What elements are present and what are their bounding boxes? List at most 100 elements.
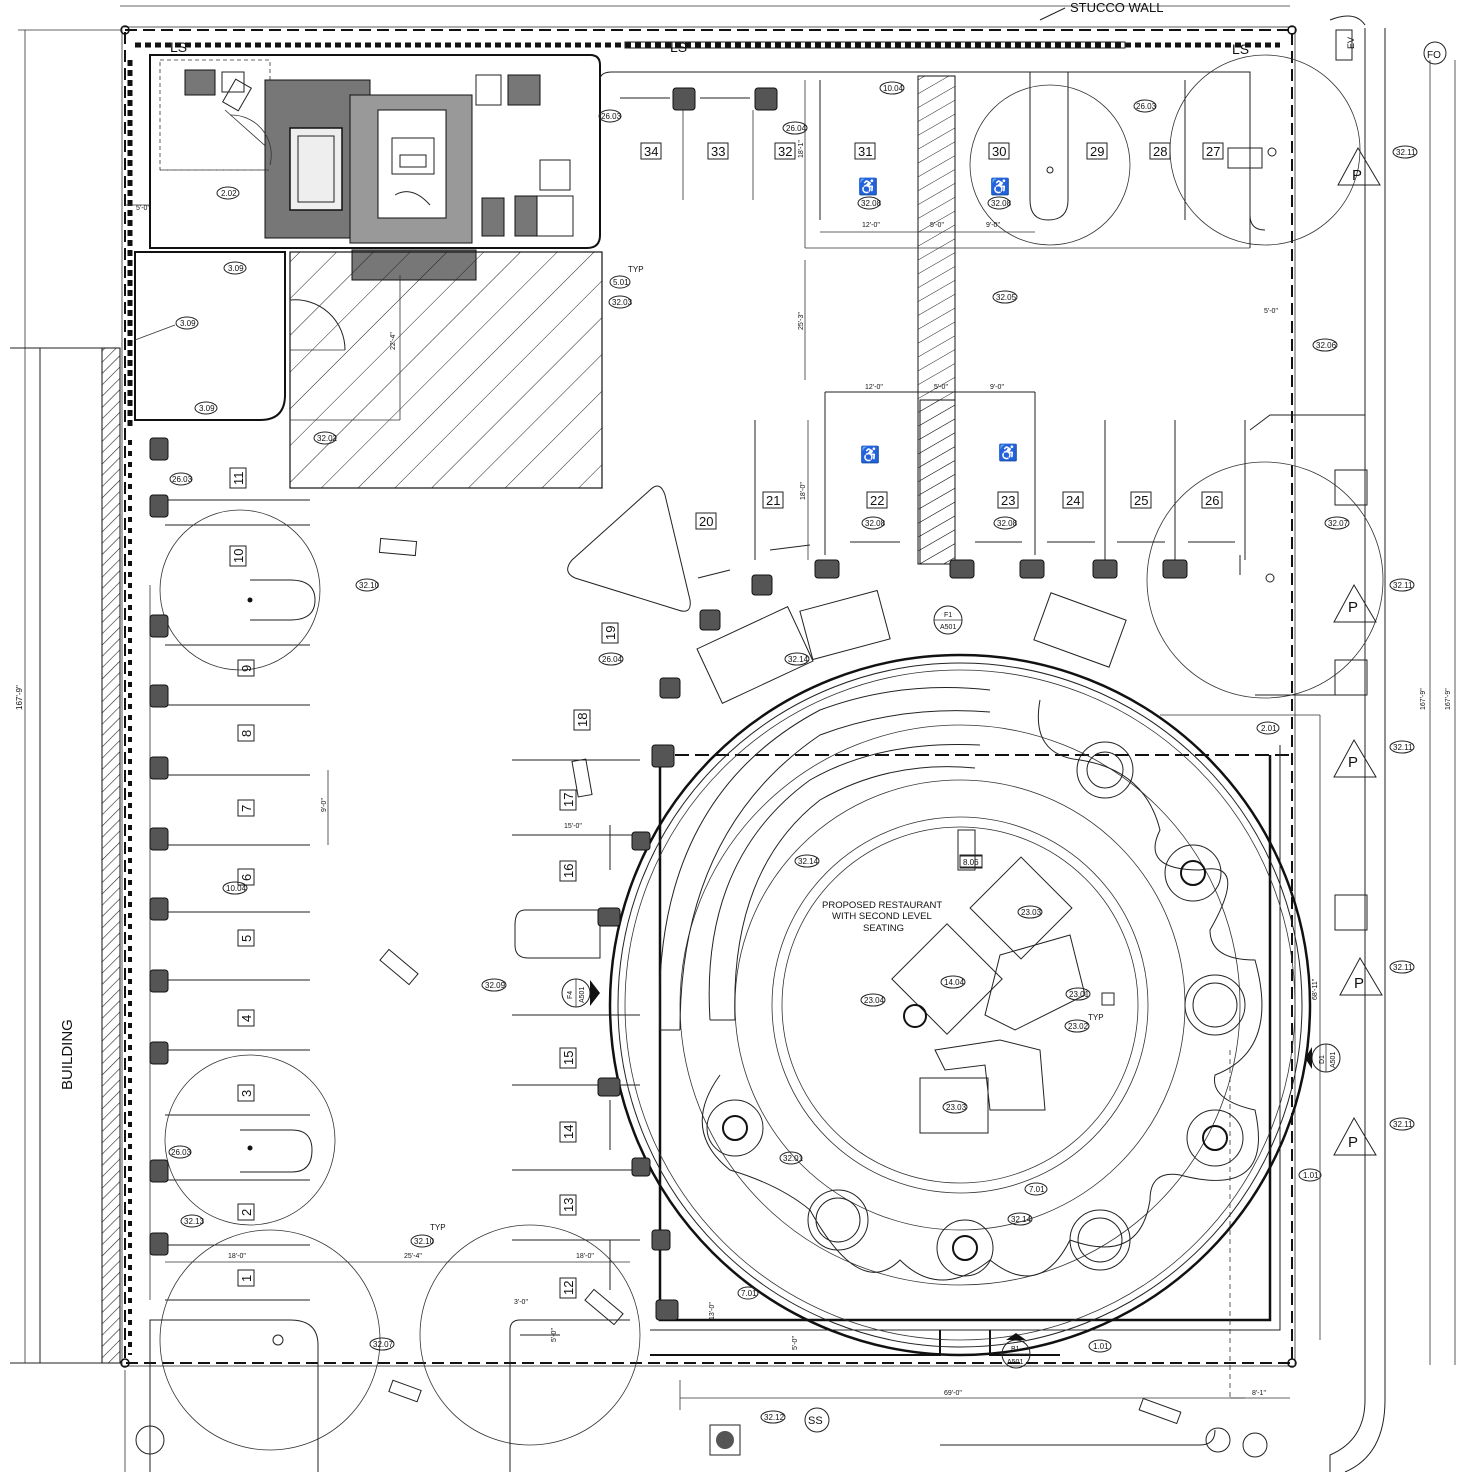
svg-text:32: 32 xyxy=(778,144,792,159)
svg-text:D1: D1 xyxy=(1319,1055,1326,1064)
svg-text:3.09: 3.09 xyxy=(180,319,196,328)
svg-text:20: 20 xyxy=(699,514,713,529)
svg-text:P: P xyxy=(1354,975,1364,992)
tag-26.03c: 26.03 xyxy=(169,472,193,486)
svg-text:69'-0": 69'-0" xyxy=(944,1390,962,1397)
svg-text:167'-9": 167'-9" xyxy=(1420,688,1427,710)
svg-text:P: P xyxy=(1348,599,1358,616)
restaurant-label-3: SEATING xyxy=(863,923,904,934)
building-label: BUILDING xyxy=(59,1019,76,1090)
svg-text:32.08: 32.08 xyxy=(865,519,886,528)
svg-text:23.03: 23.03 xyxy=(1021,908,1042,917)
stall-14: 14 xyxy=(559,1121,577,1143)
svg-text:5'-0": 5'-0" xyxy=(136,205,150,212)
restaurant-label-2: WITH SECOND LEVEL xyxy=(832,911,932,922)
svg-text:5'-0": 5'-0" xyxy=(934,384,948,391)
svg-text:8'-1": 8'-1" xyxy=(1252,1390,1266,1397)
svg-text:18'-0": 18'-0" xyxy=(800,482,807,500)
tag-26.04b: 26.04 xyxy=(598,652,624,666)
svg-text:19: 19 xyxy=(603,626,618,640)
keynote-tags: 2.02 3.09 3.09 3.09 26.03 26.04 10.04 26… xyxy=(168,81,1418,1424)
pickup-sign-5: P xyxy=(1333,1116,1377,1156)
stall-16: 16 xyxy=(559,860,577,882)
property-boundary xyxy=(120,25,1297,1368)
tag-32.08c: 32.08 xyxy=(861,516,886,530)
stall-24: 24 xyxy=(1062,491,1084,509)
svg-text:P: P xyxy=(1348,1134,1358,1151)
tag-32.08d: 32.08 xyxy=(993,516,1018,530)
svg-text:14: 14 xyxy=(561,1125,576,1139)
svg-text:18'-0": 18'-0" xyxy=(228,1253,246,1260)
pickup-sign-1: P xyxy=(1337,146,1381,186)
tag-32.07a: 32.07 xyxy=(1324,516,1350,530)
svg-text:26.03: 26.03 xyxy=(172,475,193,484)
svg-text:32.11: 32.11 xyxy=(1393,963,1413,972)
stall-20: 20 xyxy=(695,512,717,530)
svg-text:68'-11": 68'-11" xyxy=(1312,978,1319,1000)
svg-text:32.13: 32.13 xyxy=(184,1217,205,1226)
stall-29: 29 xyxy=(1086,142,1108,160)
svg-text:13'-0": 13'-0" xyxy=(709,1302,716,1320)
svg-text:25: 25 xyxy=(1134,493,1148,508)
tag-26.03a: 26.03 xyxy=(598,109,622,123)
svg-text:A501: A501 xyxy=(1007,1359,1023,1366)
svg-text:32.10: 32.10 xyxy=(359,581,380,590)
svg-text:23.03: 23.03 xyxy=(946,1103,967,1112)
tag-32.14c: 32.14 xyxy=(1007,1212,1033,1226)
tag-1.01b: 1.01 xyxy=(1088,1339,1112,1353)
svg-text:32.08: 32.08 xyxy=(997,519,1018,528)
restaurant-building: PROPOSED RESTAURANT WITH SECOND LEVEL SE… xyxy=(608,653,1312,1357)
svg-text:28: 28 xyxy=(1153,144,1167,159)
adjacent-building: BUILDING xyxy=(10,347,121,1364)
parking-top-right xyxy=(599,71,1368,931)
svg-text:F4: F4 xyxy=(567,991,574,999)
svg-text:3.09: 3.09 xyxy=(228,264,244,273)
stall-32: 32 xyxy=(774,142,796,160)
svg-text:32.07: 32.07 xyxy=(373,1340,394,1349)
svg-text:10.04: 10.04 xyxy=(226,884,247,893)
svg-text:8.06: 8.06 xyxy=(963,858,979,867)
parking-left xyxy=(149,499,329,1301)
svg-text:23.01: 23.01 xyxy=(1069,990,1090,999)
svg-text:13: 13 xyxy=(561,1198,576,1212)
svg-text:5'-0": 5'-0" xyxy=(551,1328,558,1342)
svg-text:32.14: 32.14 xyxy=(1011,1215,1032,1224)
svg-text:10.04: 10.04 xyxy=(883,84,904,93)
accessible-icon: ♿ xyxy=(998,443,1018,462)
svg-text:12: 12 xyxy=(561,1281,576,1295)
svg-text:A501: A501 xyxy=(1330,1052,1337,1068)
svg-text:26.03: 26.03 xyxy=(601,112,622,121)
stall-numbers: 1 2 3 4 5 6 7 8 9 10 11 12 13 14 15 16 1… xyxy=(229,142,1224,1299)
stall-8: 8 xyxy=(237,724,255,742)
stall-31: 31 xyxy=(854,142,876,160)
svg-text:22: 22 xyxy=(870,493,884,508)
tag-32.11a: 32.11 xyxy=(1392,145,1418,159)
accessible-icon: ♿ xyxy=(858,177,878,196)
tag-32.08b: 32.08 xyxy=(987,196,1012,210)
svg-text:TYP: TYP xyxy=(430,1223,446,1232)
stall-18: 18 xyxy=(573,709,591,731)
tag-32.02: 32.02 xyxy=(313,431,338,445)
svg-text:9'-0": 9'-0" xyxy=(321,798,328,812)
stall-33: 33 xyxy=(707,142,729,160)
street-wall-label: STUCCO WALL xyxy=(1070,0,1163,15)
tag-26.03d: 26.03 xyxy=(168,1145,192,1159)
svg-text:2.01: 2.01 xyxy=(1261,724,1277,733)
stall-7: 7 xyxy=(237,799,255,817)
svg-text:3: 3 xyxy=(239,1090,254,1097)
svg-text:8: 8 xyxy=(239,730,254,737)
tag-32.10a: 32.10 xyxy=(355,578,380,592)
stall-15: 15 xyxy=(559,1047,577,1069)
svg-text:32.07: 32.07 xyxy=(1328,519,1349,528)
svg-text:18: 18 xyxy=(575,713,590,727)
stall-4: 4 xyxy=(237,1009,255,1027)
svg-text:30: 30 xyxy=(992,144,1006,159)
ls-label-mid: LS xyxy=(670,39,687,55)
tag-2.02: 2.02 xyxy=(216,186,240,200)
bottom-islands xyxy=(124,1261,630,1472)
stall-21: 21 xyxy=(762,491,784,509)
patio-benches xyxy=(378,537,1182,1425)
svg-text:7.01: 7.01 xyxy=(741,1289,757,1298)
